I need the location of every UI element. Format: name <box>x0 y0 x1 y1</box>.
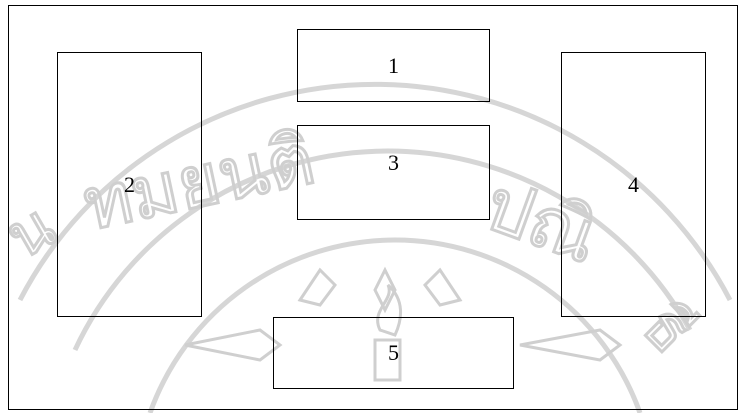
box-4-label: 4 <box>628 172 639 198</box>
box-4: 4 <box>561 52 706 317</box>
box-3-label: 3 <box>388 150 399 176</box>
box-2: 2 <box>57 52 202 317</box>
box-1: 1 <box>297 29 490 102</box>
box-1-label: 1 <box>388 53 399 79</box>
box-3: 3 <box>297 125 490 220</box>
box-5-label: 5 <box>388 340 399 366</box>
box-5: 5 <box>273 317 514 389</box>
box-2-label: 2 <box>124 172 135 198</box>
